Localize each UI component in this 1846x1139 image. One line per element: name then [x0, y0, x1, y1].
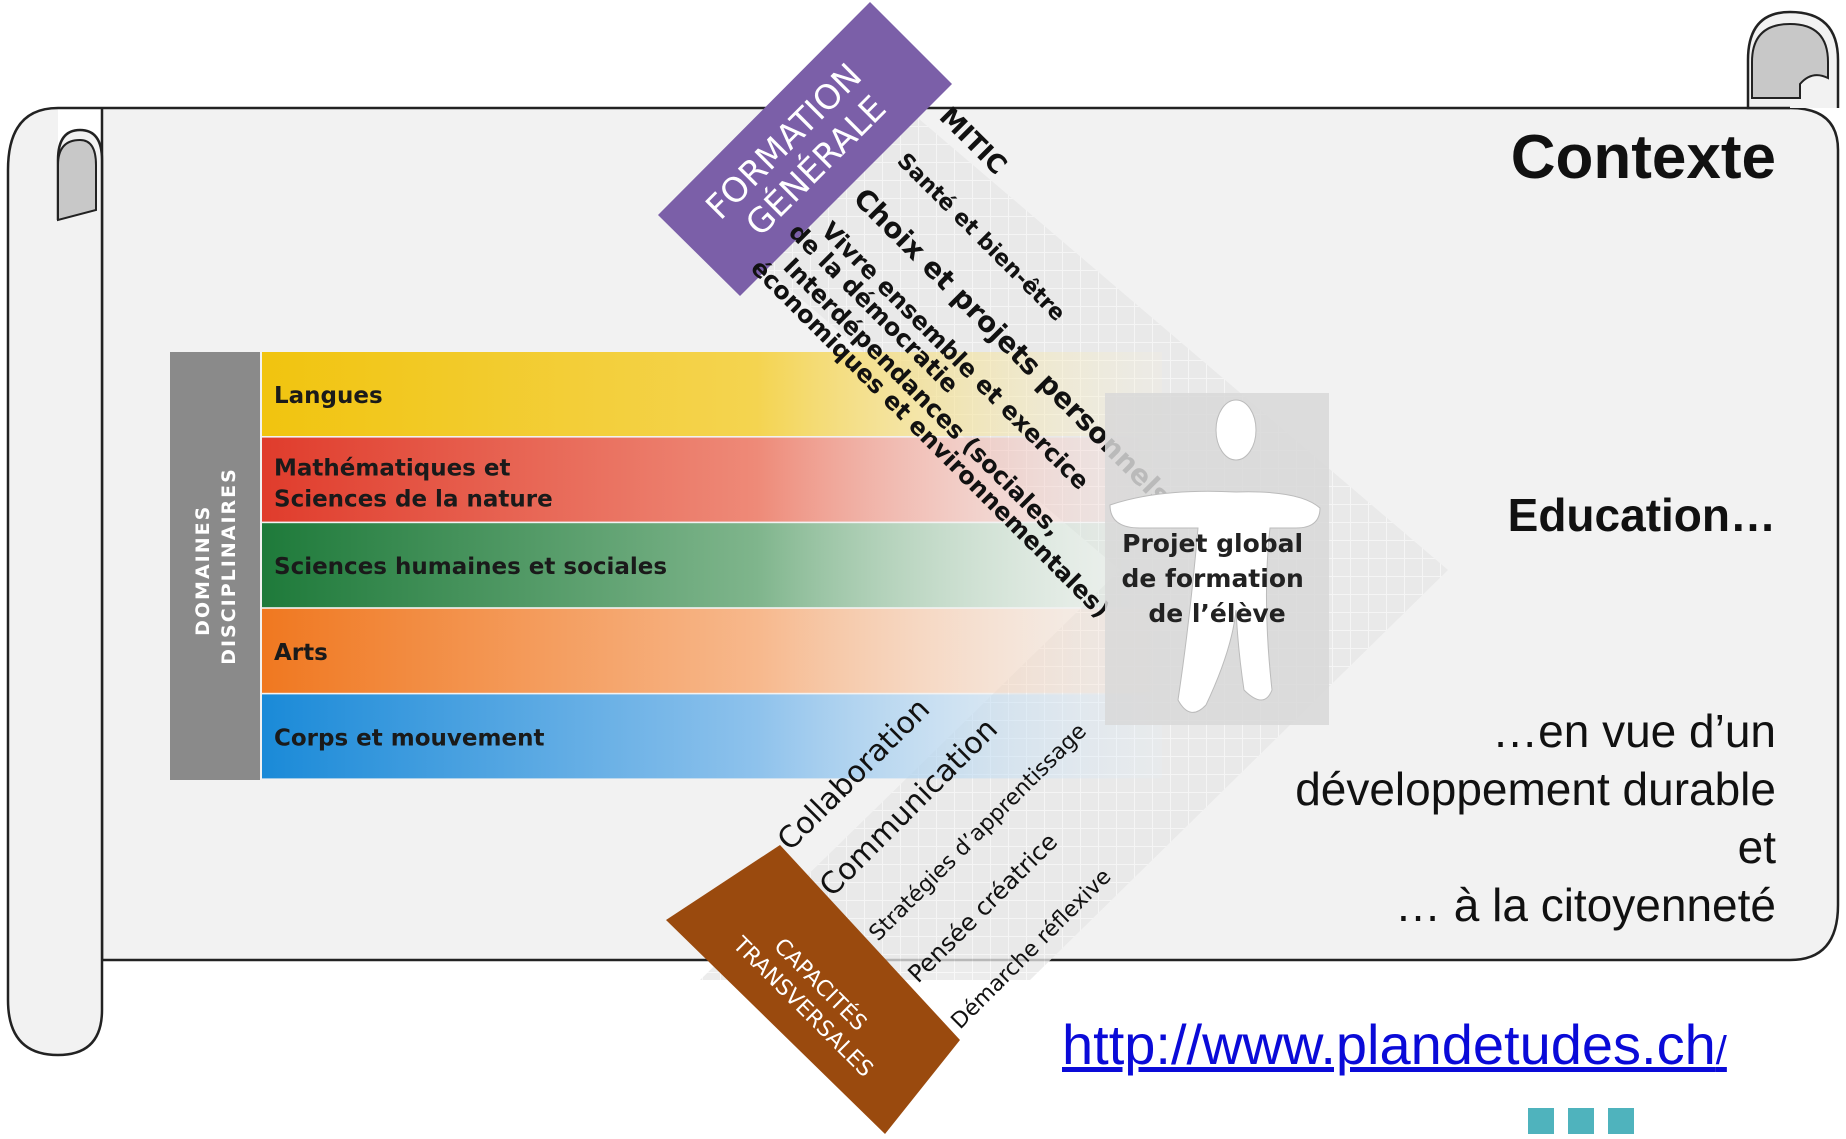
scroll-left-curl — [57, 138, 97, 222]
domain-bar-2 — [262, 437, 1162, 522]
domaines-header-line2: DISCIPLINAIRES — [218, 467, 240, 665]
domain-label-2: Mathématiques et Sciences de la nature — [274, 456, 553, 513]
domaines-header-line1: DOMAINES — [192, 505, 214, 636]
domain-label-5-line1: Corps et mouvement — [274, 725, 544, 751]
goal-line-1: …en vue d’un — [1492, 705, 1776, 757]
goal-line-3: et — [1737, 821, 1776, 873]
capacites-header-box — [666, 845, 960, 1134]
accent-square-1 — [1528, 1108, 1554, 1134]
center-label-line1: Projet global — [1122, 529, 1303, 558]
domain-label-3: Sciences humaines et sociales — [274, 554, 667, 580]
goal-text: …en vue d’un développement durable et … … — [1136, 702, 1776, 934]
domain-label-1-line1: Langues — [274, 383, 383, 409]
domain-bar-3 — [262, 523, 1162, 608]
domain-label-4: Arts — [274, 640, 328, 666]
scroll-right-curl — [1751, 22, 1829, 99]
center-label: Projet global de formation de l’élève — [1121, 529, 1312, 628]
accent-square-3 — [1608, 1108, 1634, 1134]
formation-header-box — [658, 2, 952, 296]
domain-label-2-line2: Sciences de la nature — [274, 487, 553, 513]
domain-bar-1 — [262, 352, 1162, 436]
context-title: Contexte — [1510, 123, 1776, 192]
figure-head — [1215, 399, 1257, 461]
education-heading: Education… — [1507, 489, 1776, 541]
diagonal-bands — [700, 90, 1448, 980]
domain-label-5: Corps et mouvement — [274, 725, 544, 751]
accent-square-2 — [1568, 1108, 1594, 1134]
domaines-header-box — [170, 352, 260, 780]
goal-line-2: développement durable — [1295, 763, 1776, 815]
domain-label-2-line1: Mathématiques et — [274, 456, 510, 482]
link-text[interactable]: http://www.plandetudes.ch — [1062, 1013, 1716, 1076]
center-label-line2: de formation — [1121, 564, 1303, 593]
domain-label-1: Langues — [274, 383, 383, 409]
domaines-header: DOMAINES DISCIPLINAIRES — [192, 467, 240, 665]
center-figure: Projet global de formation de l’élève — [1105, 393, 1329, 725]
domaines-disciplinaires: DOMAINES DISCIPLINAIRES LanguesMathémati… — [170, 352, 1162, 780]
domain-bar-4 — [262, 608, 1162, 693]
goal-line-4: … à la citoyenneté — [1394, 879, 1776, 931]
scroll-left-roll — [6, 106, 104, 1057]
link-slash[interactable]: / — [1715, 1029, 1727, 1073]
plandetudes-link[interactable]: http://www.plandetudes.ch/ — [1062, 1012, 1727, 1077]
center-label-line3: de l’élève — [1148, 599, 1285, 628]
domain-label-4-line1: Arts — [274, 640, 328, 666]
figure-body — [1109, 490, 1321, 713]
domain-label-3-line1: Sciences humaines et sociales — [274, 554, 667, 580]
domain-bar-5 — [262, 694, 1162, 779]
